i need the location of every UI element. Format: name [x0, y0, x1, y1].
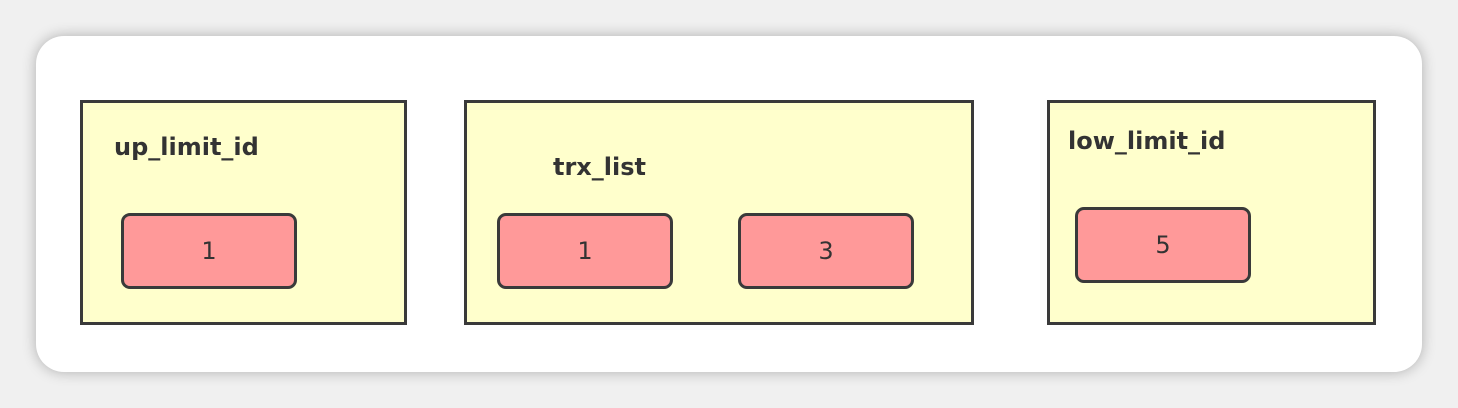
diagram-canvas: up_limit_id 1 trx_list 1 3 low_limit_id …	[36, 36, 1422, 372]
up-limit-id-box: up_limit_id 1	[80, 100, 407, 325]
low-limit-id-value-text: 5	[1155, 231, 1171, 259]
trx-list-title: trx_list	[553, 153, 646, 181]
trx-list-item: 3	[738, 213, 914, 289]
low-limit-id-box: low_limit_id 5	[1047, 100, 1376, 325]
trx-list-box: trx_list 1 3	[464, 100, 974, 325]
low-limit-id-value: 5	[1075, 207, 1251, 283]
trx-list-item-text: 3	[818, 237, 834, 265]
up-limit-id-value-text: 1	[201, 237, 217, 265]
low-limit-id-title: low_limit_id	[1068, 127, 1226, 155]
trx-list-item: 1	[497, 213, 673, 289]
up-limit-id-value: 1	[121, 213, 297, 289]
trx-list-item-text: 1	[577, 237, 593, 265]
up-limit-id-title: up_limit_id	[114, 133, 259, 161]
